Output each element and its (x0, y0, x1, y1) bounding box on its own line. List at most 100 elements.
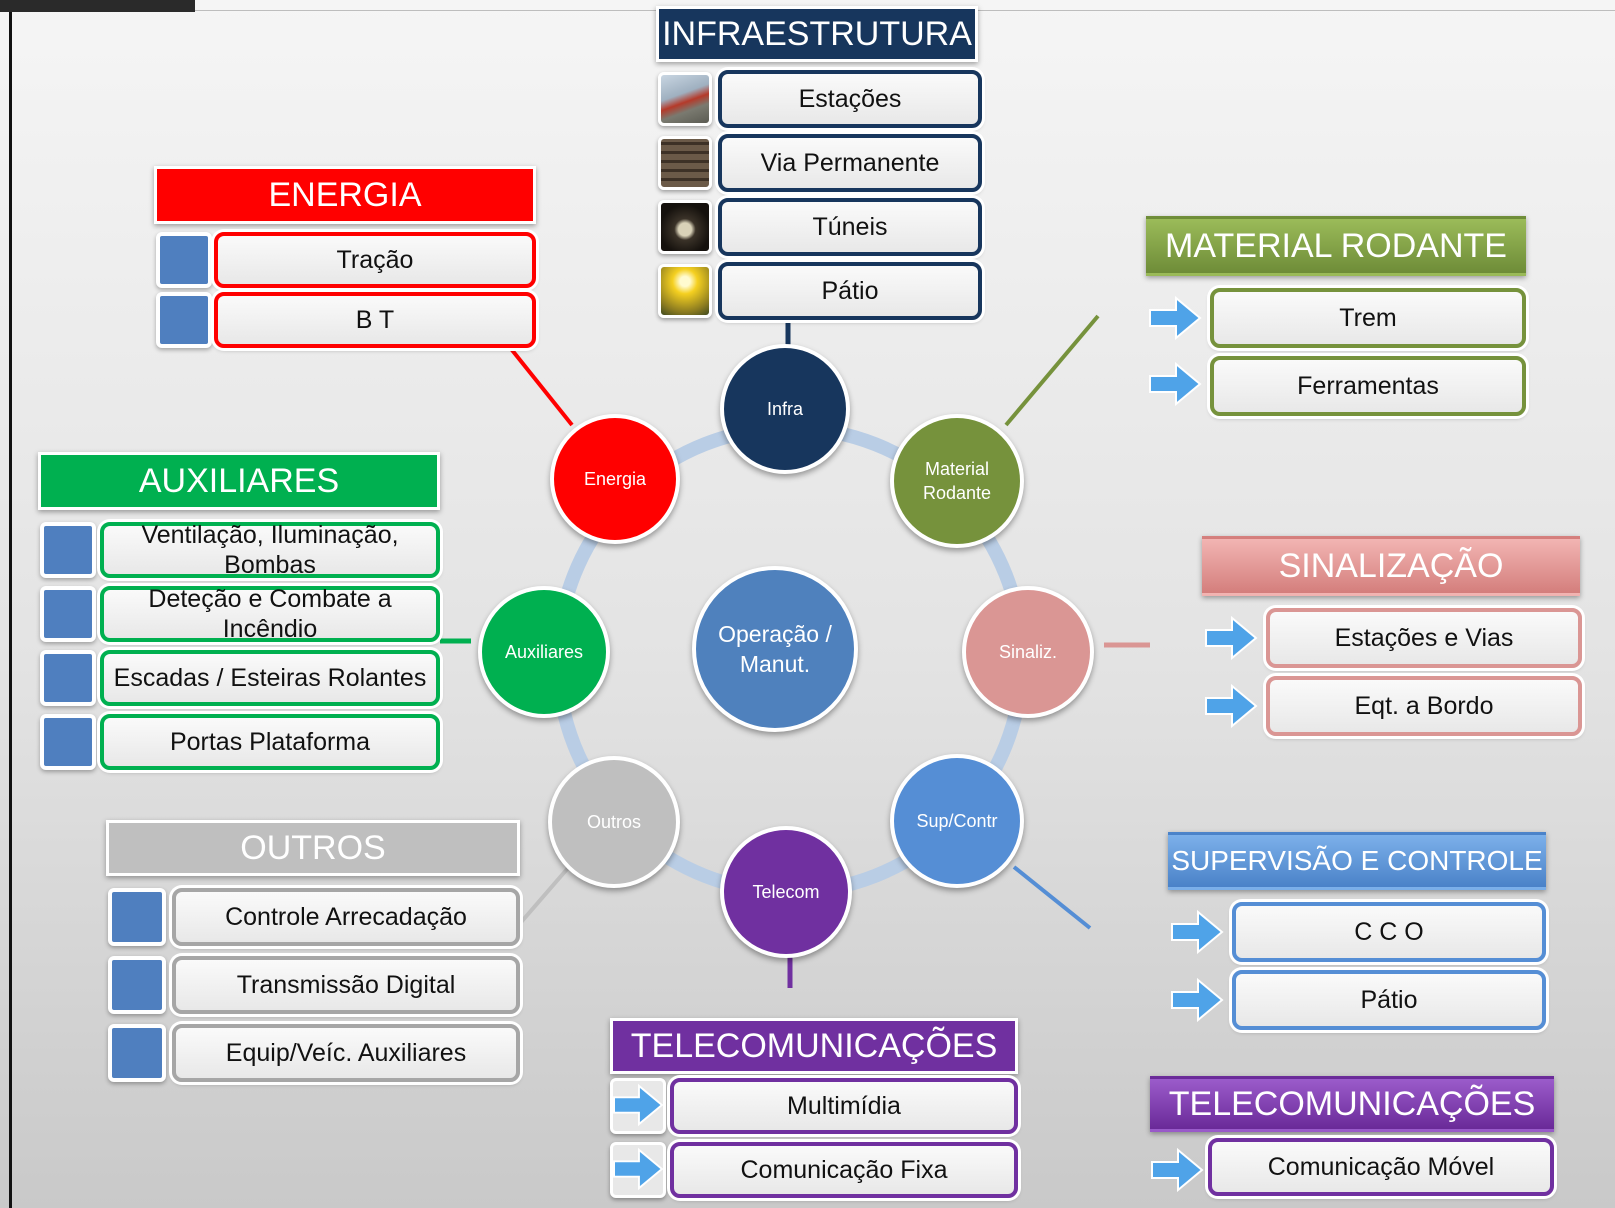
auxiliares-bullet (40, 586, 96, 642)
arrow-right-icon (1149, 361, 1202, 407)
node-auxiliares[interactable]: Auxiliares (478, 586, 610, 718)
arrow-right-icon (1171, 909, 1224, 955)
auxiliares-item-escadas[interactable]: Escadas / Esteiras Rolantes (100, 650, 440, 706)
supervisao-title: SUPERVISÃO E CONTROLE (1171, 845, 1543, 876)
outros-bullet (108, 956, 166, 1014)
infra-item-patio[interactable]: Pátio (718, 262, 982, 320)
item-label: Escadas / Esteiras Rolantes (113, 664, 427, 692)
node-supcontr-label: Sup/Contr (916, 811, 998, 831)
material-item-trem[interactable]: Trem (1210, 288, 1526, 348)
material-rodante-header: MATERIAL RODANTE (1146, 216, 1526, 276)
item-label: Trem (1339, 304, 1397, 332)
outros-header: OUTROS (106, 820, 520, 876)
item-label: Pátio (821, 277, 879, 305)
energia-header: ENERGIA (154, 166, 536, 224)
node-infra-label: Infra (766, 399, 804, 419)
node-outros-label: Outros (586, 812, 642, 832)
infraestrutura-title: INFRAESTRUTURA (662, 14, 972, 53)
left-border (9, 12, 12, 1208)
node-sup-contr[interactable]: Sup/Contr (890, 754, 1024, 888)
node-auxiliares-label: Auxiliares (504, 642, 584, 662)
tunnel-thumbnail (658, 200, 712, 254)
item-label: Comunicação Móvel (1267, 1153, 1495, 1181)
outros-bullet (108, 888, 166, 946)
node-material-rodante[interactable]: Material Rodante (890, 414, 1024, 548)
infra-item-via-permanente[interactable]: Via Permanente (718, 134, 982, 192)
auxiliares-bullet (40, 650, 96, 706)
telecom-fixa-title: TELECOMUNICAÇÕES (630, 1026, 998, 1065)
item-label: Ventilação, Iluminação, Bombas (141, 521, 399, 579)
energia-item-bt[interactable]: B T (214, 292, 536, 348)
outros-item-transmissao[interactable]: Transmissão Digital (172, 956, 520, 1014)
item-label: Equip/Veíc. Auxiliares (225, 1039, 467, 1067)
item-label: Comunicação Fixa (740, 1156, 948, 1184)
node-infra[interactable]: Infra (720, 344, 850, 474)
node-energia-label: Energia (583, 469, 647, 489)
item-label: Deteção e Combate a Incêndio (148, 585, 392, 643)
telecom-item-comunicacao-fixa[interactable]: Comunicação Fixa (670, 1142, 1018, 1198)
auxiliares-bullet (40, 714, 96, 770)
item-label: Via Permanente (760, 149, 940, 177)
sinalizacao-item-estacoes-vias[interactable]: Estações e Vias (1266, 608, 1582, 668)
outros-bullet (108, 1024, 166, 1082)
telecom-item-comunicacao-movel[interactable]: Comunicação Móvel (1208, 1138, 1554, 1196)
energia-bullet (156, 292, 212, 348)
auxiliares-item-portas[interactable]: Portas Plataforma (100, 714, 440, 770)
item-label: Eqt. a Bordo (1354, 692, 1494, 720)
energia-title: ENERGIA (268, 175, 422, 214)
item-label: C C O (1354, 918, 1424, 946)
center-node[interactable]: Operação / Manut. (692, 566, 858, 732)
arrow-right-icon (1205, 615, 1258, 661)
item-label: Portas Plataforma (169, 728, 371, 756)
infra-item-estacoes[interactable]: Estações (718, 70, 982, 128)
item-label: Tração (336, 246, 414, 274)
node-material-label: Material Rodante (922, 459, 992, 503)
auxiliares-bullet (40, 522, 96, 578)
sinalizacao-title: SINALIZAÇÃO (1278, 546, 1504, 585)
auxiliares-title: AUXILIARES (138, 461, 340, 500)
node-sinaliz-label: Sinaliz. (998, 642, 1058, 662)
outros-title: OUTROS (240, 828, 386, 867)
material-item-ferramentas[interactable]: Ferramentas (1210, 356, 1526, 416)
node-telecom[interactable]: Telecom (720, 826, 852, 958)
item-label: Estações (798, 85, 902, 113)
item-label: Controle Arrecadação (225, 903, 467, 931)
infra-item-tuneis[interactable]: Túneis (718, 198, 982, 256)
item-label: Multimídia (787, 1092, 901, 1120)
supervisao-header: SUPERVISÃO E CONTROLE (1168, 832, 1546, 890)
telecom-movel-header: TELECOMUNICAÇÕES (1150, 1076, 1554, 1132)
outros-item-equip[interactable]: Equip/Veíc. Auxiliares (172, 1024, 520, 1082)
center-node-label: Operação / Manut. (718, 621, 832, 677)
outros-item-arrecadacao[interactable]: Controle Arrecadação (172, 888, 520, 946)
node-energia[interactable]: Energia (550, 414, 680, 544)
infraestrutura-header: INFRAESTRUTURA (656, 6, 978, 62)
node-outros[interactable]: Outros (548, 756, 680, 888)
arrow-right-icon (613, 1147, 664, 1191)
arrow-right-icon (1171, 977, 1224, 1023)
telecom-item-multimidia[interactable]: Multimídia (670, 1078, 1018, 1134)
supervisao-item-cco[interactable]: C C O (1232, 902, 1546, 962)
node-sinaliz[interactable]: Sinaliz. (962, 586, 1094, 718)
auxiliares-item-ventilacao[interactable]: Ventilação, Iluminação, Bombas (100, 521, 440, 579)
arrow-right-icon (1151, 1147, 1204, 1193)
energia-item-tracao[interactable]: Tração (214, 232, 536, 288)
telecom-fixa-header: TELECOMUNICAÇÕES (610, 1018, 1018, 1074)
auxiliares-header: AUXILIARES (38, 452, 440, 510)
track-thumbnail (658, 136, 712, 190)
item-label: Pátio (1360, 986, 1418, 1014)
link-material (1004, 314, 1100, 427)
arrow-right-icon (613, 1083, 664, 1127)
arrow-right-icon (1149, 295, 1202, 341)
link-energia (506, 343, 574, 427)
link-supcontr (1012, 865, 1092, 930)
energia-bullet (156, 232, 212, 288)
arrow-right-icon (1205, 683, 1258, 729)
auxiliares-item-incendio[interactable]: Deteção e Combate a Incêndio (100, 585, 440, 643)
telecom-movel-title: TELECOMUNICAÇÕES (1168, 1084, 1536, 1123)
sinalizacao-header: SINALIZAÇÃO (1202, 536, 1580, 596)
station-thumbnail (658, 72, 712, 126)
supervisao-item-patio[interactable]: Pátio (1232, 970, 1546, 1030)
material-rodante-title: MATERIAL RODANTE (1165, 226, 1507, 265)
sinalizacao-item-bordo[interactable]: Eqt. a Bordo (1266, 676, 1582, 736)
